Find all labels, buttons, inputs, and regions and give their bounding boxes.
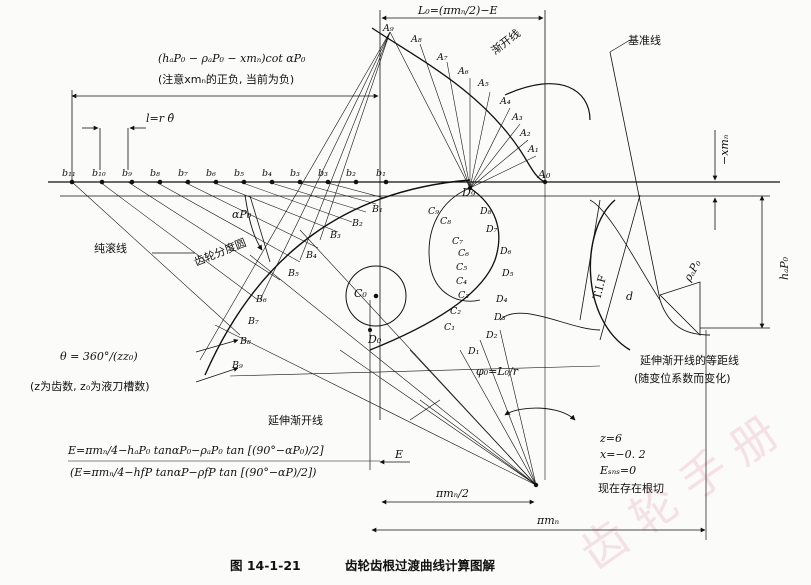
offset-note: (注意xmₙ的正负, 当前为负) <box>158 72 294 86</box>
point-label-b-2: B₂ <box>351 218 363 229</box>
pitch-circle-label: 齿轮分度圆 <box>192 235 248 269</box>
b-point-dot <box>185 179 191 185</box>
point-label-b-5: b₇ <box>178 168 188 179</box>
point-label-c-8: C₂ <box>450 306 461 317</box>
offset-dimension <box>71 90 379 182</box>
phi0-label: φ₀=L₀/r <box>476 365 519 378</box>
L0-dimension <box>379 10 546 420</box>
theta-note: (z为齿数, z₀为液刀槽数) <box>30 379 150 393</box>
point-series-labels: b₁₁ b₁₀ b₉ b₈ b₇ b₆ b₅ b₄ b₃ b₃ b₂ b₁ A₉ A₈ A₇ A₆ A₅ A₄A₃… <box>62 23 539 371</box>
equidistant-label-1: 延伸渐开线的等距线 <box>640 353 739 367</box>
point-label-a-5: A₅ <box>477 78 489 89</box>
figure-number: 图 14-1-21 <box>230 558 301 573</box>
point-label-b-1: B₁ <box>371 204 383 215</box>
point-label-b-9: b₃ <box>290 168 300 179</box>
involute-label: 渐开线 <box>488 26 523 57</box>
point-label-a-9: A₁ <box>527 144 539 155</box>
point-label-a-2: A₈ <box>410 34 422 45</box>
point-label-c-6: C₄ <box>456 276 467 287</box>
theta-formula: θ = 360°/(zz₀) <box>60 350 138 363</box>
point-label-b-3: b₉ <box>122 168 132 179</box>
point-label-b-10: b₃ <box>318 168 328 179</box>
b-point-dot <box>99 179 105 185</box>
point-label-b-8: B₈ <box>239 336 251 347</box>
extended-involute-label: 延伸渐开线 <box>268 413 323 427</box>
point-label-b-5: B₅ <box>287 268 299 279</box>
point-label-c-1: C₉ <box>428 206 439 217</box>
A0-label: A₀ <box>537 168 551 181</box>
half-pitch-label: πmₙ/2 <box>435 487 469 500</box>
L0-formula: L₀=(πmₙ/2)−E <box>417 4 498 17</box>
point-label-b-12: b₁ <box>376 168 386 179</box>
full-pitch-label: πmₙ <box>536 514 559 527</box>
D0-label: D₀ <box>367 333 382 346</box>
point-label-a-3: A₇ <box>436 52 448 63</box>
E-formula-line2: (E=πmₙ/4−hfP tanαP−ρfP tan [(90°−αP)/2]) <box>70 466 316 479</box>
point-label-b-9: B₉ <box>231 360 243 371</box>
b-point-dot <box>157 179 163 185</box>
offset-formula: (hₐP₀ − ρₐP₀ − xmₙ)cot αP₀ <box>158 52 306 65</box>
b-point-dot <box>383 179 389 185</box>
D9-label: D₉ <box>461 186 476 199</box>
point-label-d-6: D₃ <box>493 312 506 323</box>
C0-label: C₀ <box>354 287 367 300</box>
point-label-d-1: D₈ <box>479 206 492 217</box>
arc-length-formula: l=r θ̂ <box>146 112 174 125</box>
point-label-b-4: b₈ <box>150 168 160 179</box>
E-mark-label: E <box>394 448 403 461</box>
d-label: d <box>626 290 633 303</box>
point-label-a-8: A₂ <box>519 128 531 139</box>
point-label-d-8: D₁ <box>467 346 479 357</box>
point-label-a-4: A₆ <box>457 66 469 77</box>
neg-xm-label: −xmₙ <box>718 135 731 165</box>
point-label-b-2: b₁₀ <box>92 168 106 179</box>
param-x: x=−0. 2 <box>600 448 646 461</box>
gear-geometry <box>68 27 770 540</box>
point-label-b-1: b₁₁ <box>62 168 76 179</box>
E-formula-line1: E=πmₙ/4−hₐP₀ tanαP₀−ρₐP₀ tan [(90°−αP₀)/… <box>67 444 324 457</box>
point-label-d-5: D₄ <box>495 294 508 305</box>
point-label-b-8: b₄ <box>262 168 272 179</box>
point-label-c-7: C₃ <box>458 290 469 301</box>
point-label-b-6: b₆ <box>206 168 216 179</box>
alpha-p0-label: αP₀ <box>232 208 252 221</box>
pure-rolling-label: 纯滚线 <box>94 241 127 255</box>
equidistant-label-2: (随变位系数而变化) <box>634 371 731 385</box>
rho-ap0-label: ρₐP₀ <box>681 257 704 284</box>
point-label-c-9: C₁ <box>444 322 455 333</box>
point-label-d-7: D₂ <box>485 330 498 341</box>
point-label-c-5: C₅ <box>456 262 467 273</box>
point-label-b-7: b₅ <box>234 168 244 179</box>
b-point-dot <box>129 179 135 185</box>
point-label-b-7: B₇ <box>247 316 259 327</box>
point-label-b-6: B₆ <box>255 294 267 305</box>
point-label-a-6: A₄ <box>499 96 511 107</box>
point-label-a-7: A₃ <box>511 112 523 123</box>
point-label-d-4: D₅ <box>501 268 514 279</box>
point-label-b-4: B₄ <box>305 250 317 261</box>
param-z: z=6 <box>599 432 622 445</box>
point-label-c-2: C₈ <box>440 216 451 227</box>
point-label-b-3: B₃ <box>329 230 341 241</box>
figure-title: 齿轮齿根过渡曲线计算图解 <box>345 558 496 573</box>
point-label-c-4: C₆ <box>458 248 469 259</box>
reference-line-label: 基准线 <box>628 33 661 47</box>
param-esns: Eₛₙₛ=0 <box>599 464 636 477</box>
tif-label: T.I.F <box>590 273 609 301</box>
b-point-dot <box>353 179 359 185</box>
param-status: 现在存在根切 <box>598 481 664 495</box>
point-label-c-3: C₇ <box>452 236 463 247</box>
h-ap0-label: hₐP₀ <box>778 256 791 280</box>
point-label-a-1: A₉ <box>382 23 394 34</box>
point-label-b-11: b₂ <box>346 168 356 179</box>
point-label-d-3: D₆ <box>499 246 512 257</box>
point-label-d-2: D₇ <box>485 224 498 235</box>
root-dots <box>368 179 548 488</box>
arc-length-dimension <box>82 125 146 170</box>
